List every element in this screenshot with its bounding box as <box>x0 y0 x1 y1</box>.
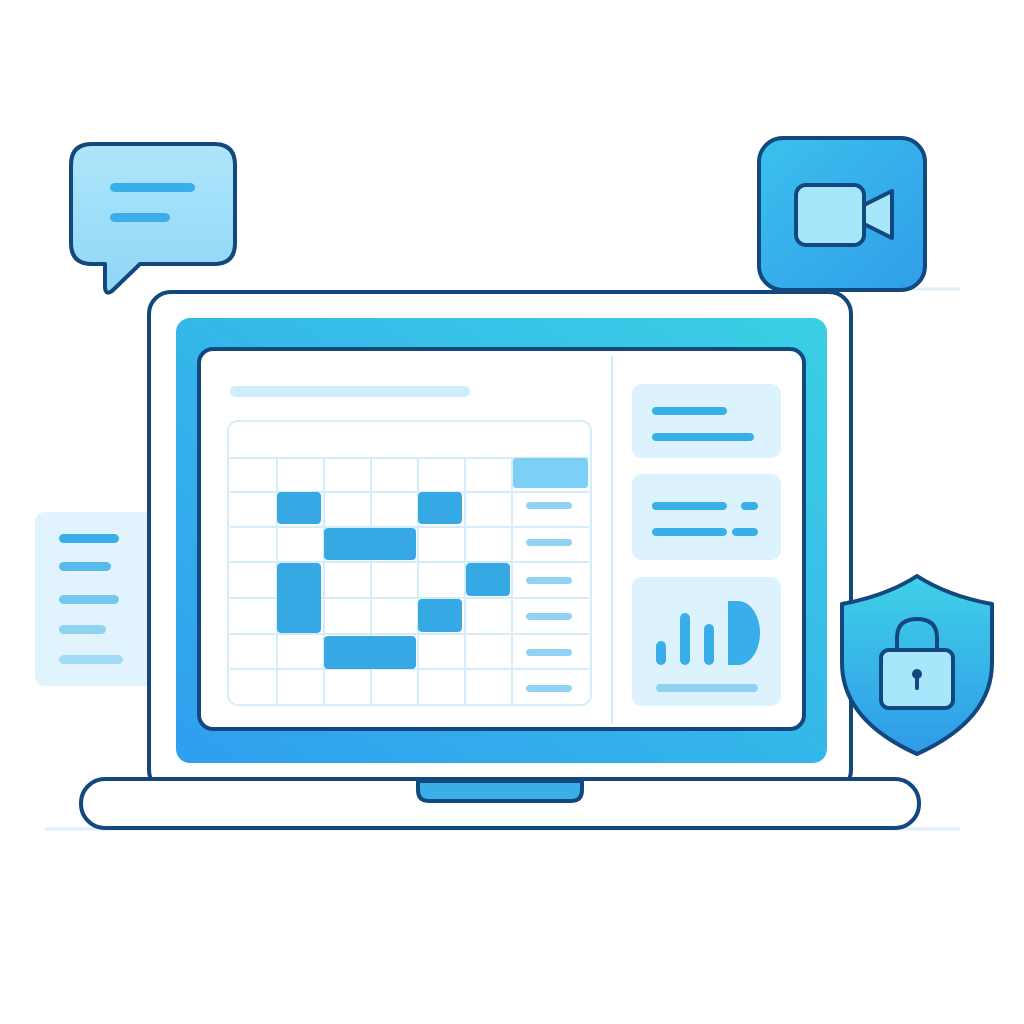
calendar-event-block <box>277 492 321 524</box>
widget-card-1 <box>632 384 781 458</box>
calendar-sidebar-line <box>526 502 572 509</box>
calendar-event-block <box>466 563 510 596</box>
dashboard-title-bar <box>230 386 470 397</box>
chat-bubble-icon <box>69 142 237 295</box>
bar-chart-icon <box>656 601 760 665</box>
laptop-notch <box>416 779 584 803</box>
calendar-sidebar-line <box>526 613 572 620</box>
calendar-sidebar-line <box>526 577 572 584</box>
security-shield-lock-icon <box>840 574 994 756</box>
calendar-event-block <box>277 563 321 633</box>
calendar-grid <box>227 420 592 706</box>
notes-card-icon <box>35 512 157 686</box>
video-camera-icon <box>757 136 927 292</box>
calendar-event-block <box>418 492 462 524</box>
widget-cards <box>632 384 781 706</box>
half-pie-icon <box>728 601 760 665</box>
widget-card-2 <box>632 474 781 560</box>
calendar-event-block <box>324 528 416 560</box>
calendar-header-highlight <box>513 458 588 488</box>
calendar-sidebar-line <box>526 649 572 656</box>
calendar-sidebar-line <box>526 685 572 692</box>
dashboard-content <box>227 356 781 724</box>
calendar-event-block <box>324 636 416 669</box>
calendar-event-block <box>418 599 462 632</box>
calendar-sidebar-line <box>526 539 572 546</box>
